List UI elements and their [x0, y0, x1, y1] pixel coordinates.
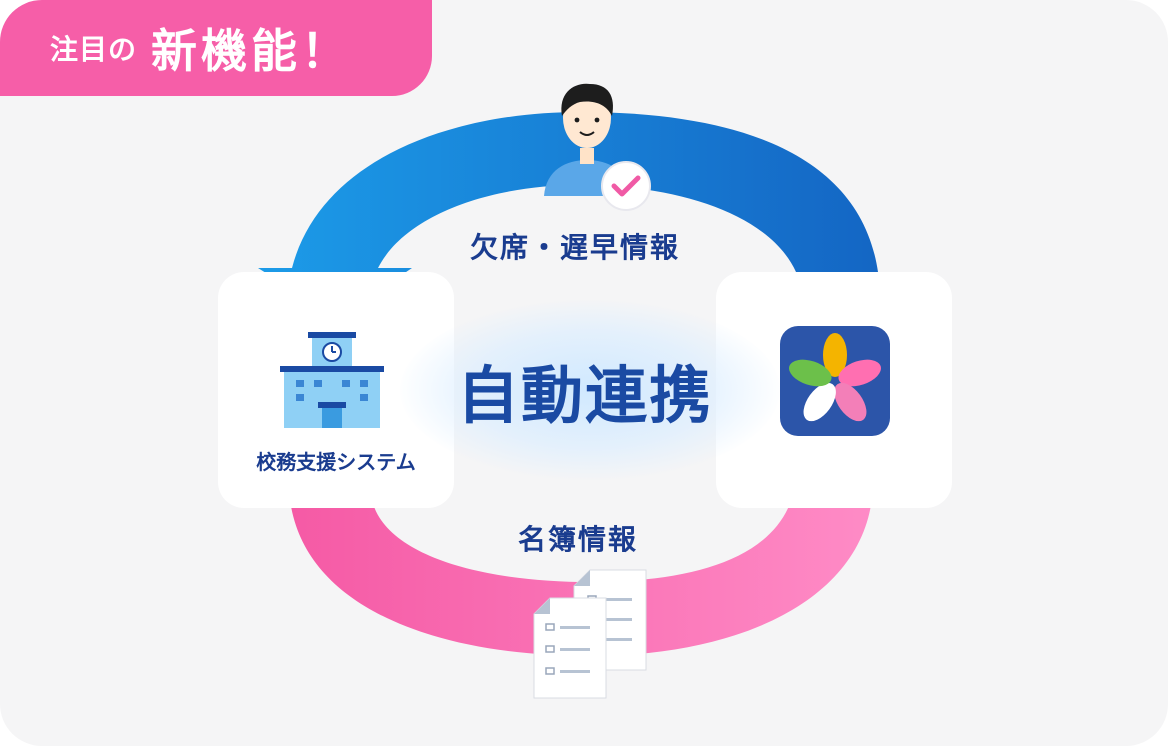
- bottom-flow-label: 名簿情報: [518, 523, 639, 556]
- top-flow-label: 欠席・遅早情報: [470, 231, 681, 264]
- badge-prefix: 注目の: [50, 33, 138, 66]
- school-building-icon: [280, 332, 384, 428]
- bottom-flow-arrow: [290, 456, 908, 656]
- top-flow-arrow: [258, 112, 878, 318]
- check-circle-icon: [601, 161, 651, 211]
- document-list-icon: [533, 569, 647, 699]
- center-glow: [400, 300, 780, 480]
- new-feature-badge: 注目の 新機能！: [0, 0, 432, 96]
- center-label: 自動連携: [456, 359, 713, 432]
- badge-main: 新機能！: [151, 24, 352, 78]
- left-node-label: 校務支援システム: [256, 450, 416, 474]
- sakura-app-icon: [780, 326, 890, 436]
